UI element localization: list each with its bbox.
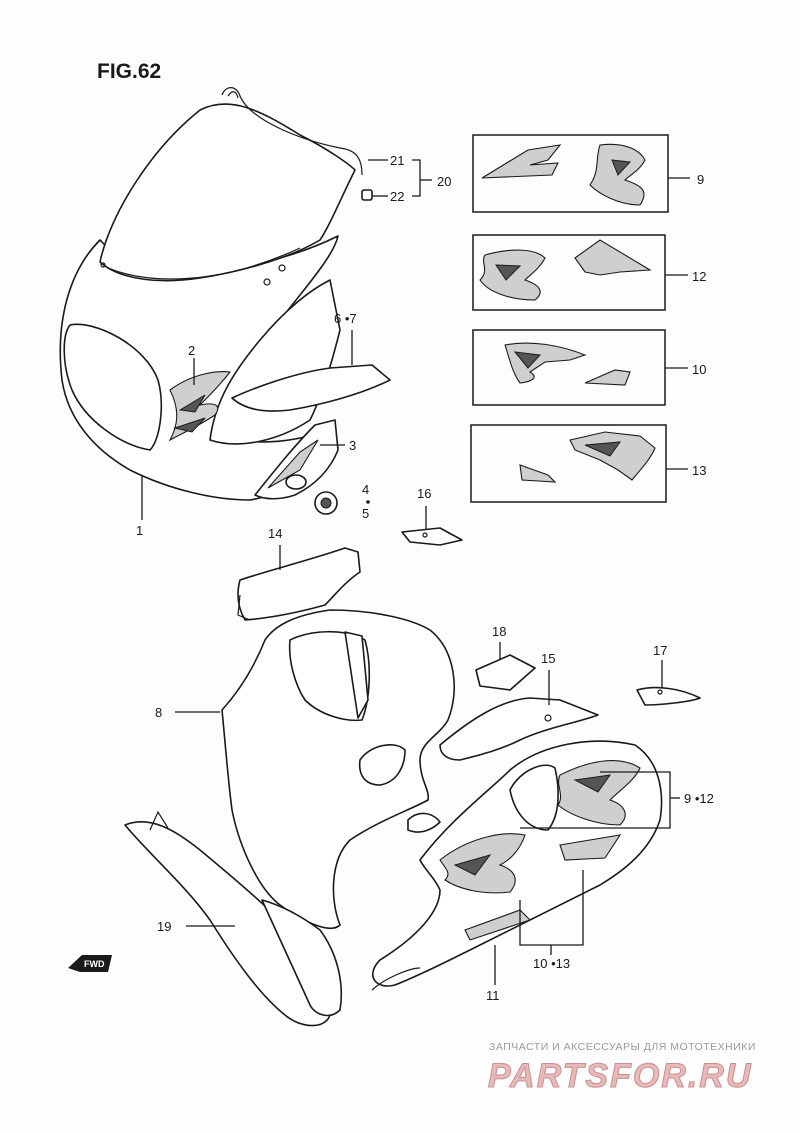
label-21: 21: [390, 153, 404, 168]
label-16: 16: [417, 486, 431, 501]
leader-lines: [141, 159, 690, 985]
decal-2: [168, 371, 232, 442]
label-12: 12: [692, 269, 706, 284]
label-9: 9: [697, 172, 704, 187]
label-15: 15: [541, 651, 555, 666]
label-5: 5: [362, 506, 369, 521]
pad-18: [475, 654, 536, 691]
clip: [407, 812, 441, 833]
decal-box-9: [472, 134, 669, 213]
label-18: 18: [492, 624, 506, 639]
inner-panel-14: [237, 547, 361, 621]
watermark-caption: ЗАПЧАСТИ И АКСЕССУАРЫ ДЛЯ МОТОТЕХНИКИ: [489, 1041, 756, 1053]
headlight-opening: [63, 323, 163, 451]
label-2: 2: [188, 343, 195, 358]
lower-cowling-assembly: [124, 547, 701, 1027]
label-6-7: 6 •7: [334, 311, 357, 326]
label-9-12: 9 •12: [684, 791, 714, 806]
label-14: 14: [268, 526, 282, 541]
fwd-label: FWD: [84, 959, 105, 969]
pad-16: [401, 527, 463, 546]
label-22: 22: [390, 189, 404, 204]
label-17: 17: [653, 643, 667, 658]
label-20: 20: [437, 174, 451, 189]
lower-cowling-opening: [509, 764, 559, 831]
label-13: 13: [692, 463, 706, 478]
label-11: 11: [486, 988, 500, 1003]
side-cowling-8: [221, 609, 456, 930]
screen-trim-21: [221, 87, 363, 176]
pad-17: [636, 686, 701, 706]
label-3: 3: [349, 438, 356, 453]
label-19: 19: [157, 919, 171, 934]
upper-cowling-assembly: [59, 87, 391, 515]
watermark: ЗАПЧАСТИ И АКСЕССУАРЫ ДЛЯ МОТОТЕХНИКИ PA…: [488, 1041, 756, 1096]
forward-direction-arrow: FWD: [68, 955, 112, 972]
cover-panel-15: [439, 697, 599, 761]
label-4: 4: [362, 482, 369, 497]
decal-box-12: [472, 234, 666, 311]
decal-box-13: [470, 424, 667, 503]
windscreen: [99, 103, 356, 282]
callout-labels: 1 2 3 4 5 6 •7 8 9 10 11 12 13 14 15 16 …: [136, 153, 714, 1003]
rivet-22: [361, 189, 373, 201]
grommet-4-5: [314, 491, 338, 515]
figure-title: FIG.62: [97, 60, 161, 83]
decal-box-10: [472, 329, 666, 406]
inner-panel-6-7: [231, 364, 391, 412]
label-8: 8: [155, 705, 162, 720]
vent-opening: [358, 744, 406, 786]
watermark-brand: PARTSFOR.RU: [488, 1057, 752, 1095]
label-1: 1: [136, 523, 143, 538]
label-10-13: 10 •13: [533, 956, 570, 971]
label-10: 10: [692, 362, 706, 377]
